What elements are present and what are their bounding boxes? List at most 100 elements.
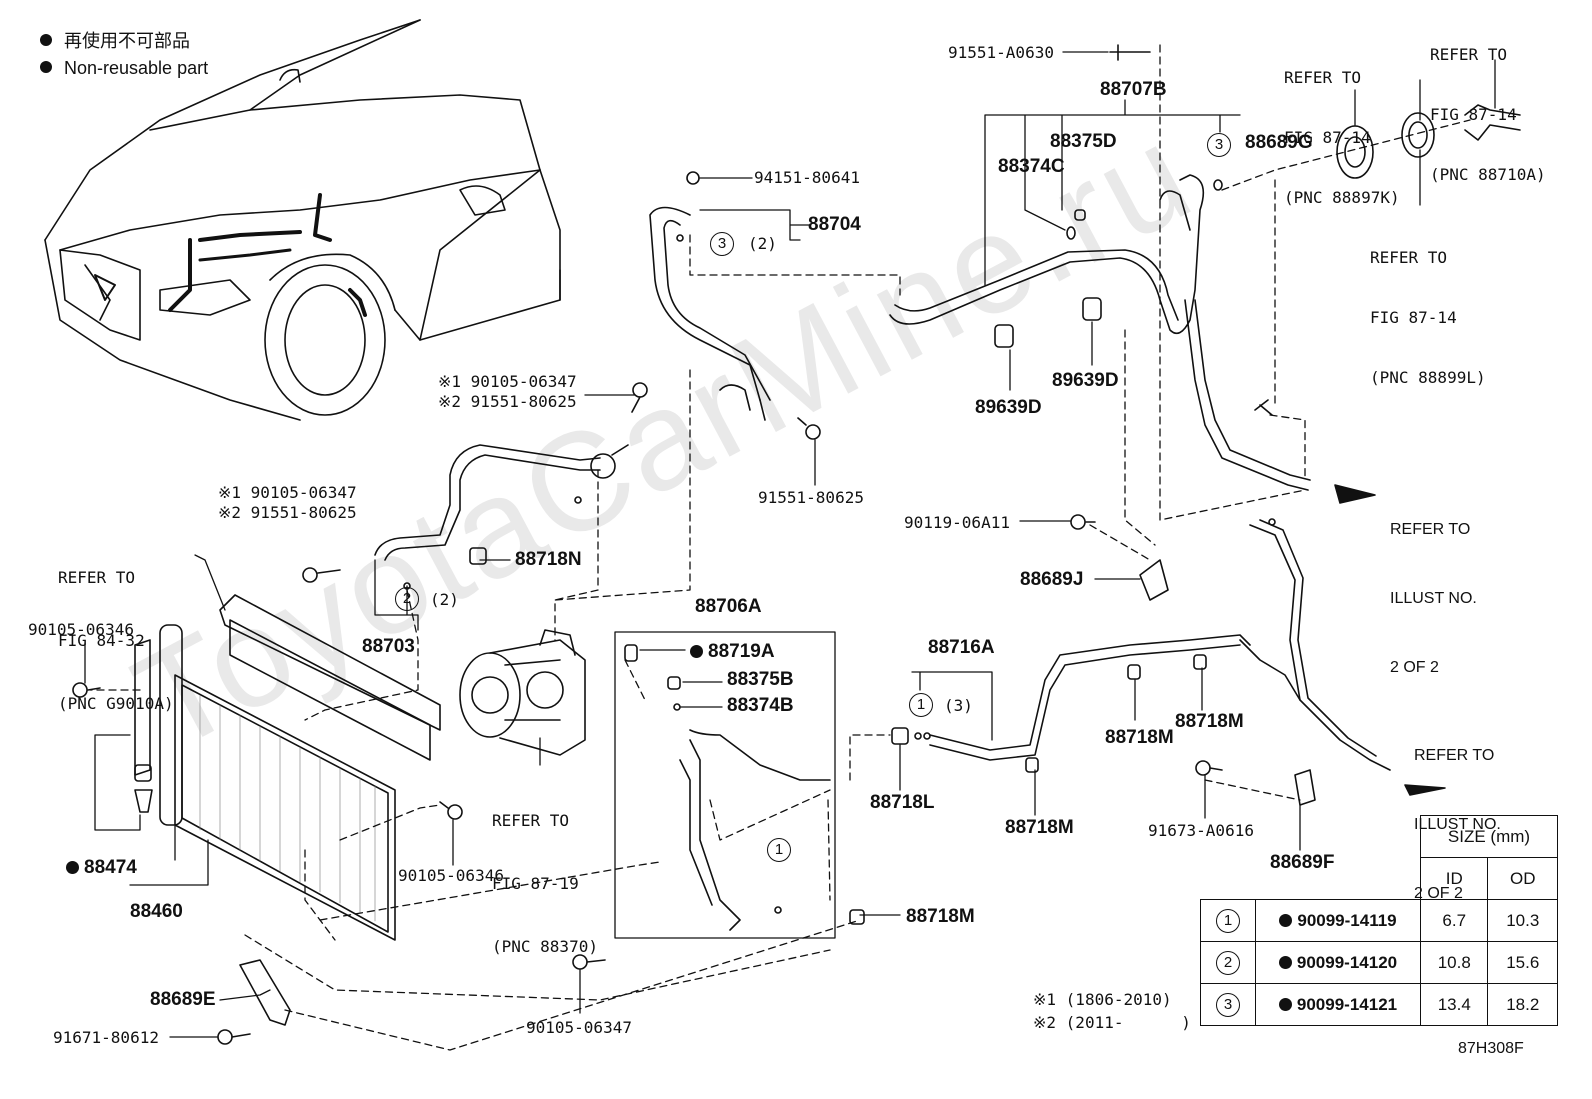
bullet-icon (40, 34, 52, 46)
refer-fig87-19-88370[interactable]: REFER TO FIG 87-19 (PNC 88370) (492, 768, 598, 999)
refer-illust-2of2-a[interactable]: REFER TO ILLUST NO. 2 OF 2 (1390, 472, 1477, 725)
legend-row-en: Non-reusable part (40, 55, 208, 82)
label-89639D-b[interactable]: 89639D (1052, 370, 1119, 391)
refer-fig87-14-88710A[interactable]: REFER TO FIG 87-14 (PNC 88710A) (1430, 5, 1546, 225)
label-91551-A0630[interactable]: 91551-A0630 (948, 43, 1054, 62)
compressor-illustration (459, 629, 586, 756)
non-reusable-icon (66, 861, 79, 874)
circled-2: 2 (395, 587, 419, 611)
size-table-part[interactable]: 90099-14121 (1255, 983, 1421, 1026)
refer-line: 2 OF 2 (1390, 659, 1439, 676)
label-88719A-text: 88719A (708, 641, 775, 662)
circled-3-a: 3 (1207, 133, 1231, 157)
size-table-subheader-row: ID OD (1201, 857, 1558, 900)
label-90105-06347[interactable]: 90105-06347 (526, 1018, 632, 1037)
refer-line: (PNC 88897K) (1284, 188, 1400, 207)
label-88375B[interactable]: 88375B (727, 669, 794, 690)
part-number: 90099-14120 (1296, 952, 1398, 972)
label-94151-80641[interactable]: 94151-80641 (754, 168, 860, 187)
label-91551-80625[interactable]: 91551-80625 (758, 488, 864, 507)
refer-line: REFER TO (492, 811, 570, 830)
size-table-id: 13.4 (1419, 983, 1489, 1026)
label-88689F[interactable]: 88689F (1270, 852, 1335, 873)
table-row: 1 90099-14119 6.7 10.3 (1200, 899, 1558, 942)
size-table-ref: 1 (1200, 899, 1256, 942)
label-88704[interactable]: 88704 (808, 214, 861, 235)
refer-line: (PNC 88710A) (1430, 165, 1546, 184)
refer-line: REFER TO (1430, 45, 1508, 64)
refer-line: (PNC 88370) (492, 937, 598, 956)
refer-fig87-14-88897K[interactable]: REFER TO FIG 87-14 (PNC 88897K) (1284, 28, 1400, 248)
refer-line: (PNC 88899L) (1370, 368, 1486, 387)
circled-3-b: 3 (710, 232, 734, 256)
label-88474[interactable]: 88474 (66, 858, 137, 877)
legend-jp-text: 再使用不可部品 (64, 31, 190, 51)
qty-1-3: (3) (944, 696, 973, 715)
size-table-title: SIZE (mm) (1420, 815, 1558, 858)
figure-code: 87H308F (1458, 1040, 1524, 1057)
refer-line: REFER TO (1284, 68, 1362, 87)
label-88374C[interactable]: 88374C (998, 156, 1065, 177)
label-88718L[interactable]: 88718L (870, 792, 935, 813)
label-alt2-91551-80625-b[interactable]: ※2 91551-80625 (218, 503, 357, 522)
condenser-illustration (134, 594, 441, 1026)
circled-1-b: 1 (767, 838, 791, 862)
refer-line: FIG 87-14 (1284, 128, 1371, 147)
arrow-illust-2 (1404, 784, 1446, 796)
label-91671-80612[interactable]: 91671-80612 (53, 1028, 159, 1047)
size-table-col-od: OD (1487, 857, 1558, 900)
refer-line: FIG 84-32 (58, 631, 145, 650)
refer-line: FIG 87-19 (492, 874, 579, 893)
label-88718M-c[interactable]: 88718M (1005, 817, 1074, 838)
refer-line: FIG 87-14 (1430, 105, 1517, 124)
refer-line: REFER TO (1370, 248, 1448, 267)
label-88689E[interactable]: 88689E (150, 989, 216, 1010)
label-alt1-90105-06347-b[interactable]: ※1 90105-06347 (218, 483, 357, 502)
part-number: 90099-14119 (1297, 910, 1397, 930)
size-table-od: 10.3 (1487, 899, 1558, 942)
leader-lines (84, 51, 1496, 1038)
refer-line: REFER TO (1414, 747, 1495, 764)
o-ring-size-table: SIZE (mm) ID OD 1 90099-14119 6.7 10.3 2… (1200, 815, 1558, 1026)
label-88716A[interactable]: 88716A (928, 637, 995, 658)
label-89639D-a[interactable]: 89639D (975, 397, 1042, 418)
dashed-lines (89, 44, 1471, 1051)
refer-fig84-32-G9010A[interactable]: REFER TO FIG 84-32 (PNC G9010A) (58, 525, 174, 756)
refer-line: ILLUST NO. (1390, 590, 1477, 607)
label-88374B[interactable]: 88374B (727, 695, 794, 716)
non-reusable-icon (1278, 997, 1292, 1011)
label-88718M-d[interactable]: 88718M (906, 906, 975, 927)
size-table-part[interactable]: 90099-14119 (1255, 899, 1421, 942)
size-table-od: 18.2 (1487, 983, 1558, 1026)
label-91673-A0616[interactable]: 91673-A0616 (1148, 821, 1254, 840)
circled-1-a: 1 (909, 693, 933, 717)
label-88460[interactable]: 88460 (130, 901, 183, 922)
size-table-header-row: SIZE (mm) (1201, 815, 1558, 858)
label-alt1-90105-06347-a[interactable]: ※1 90105-06347 (438, 372, 577, 391)
label-88707B[interactable]: 88707B (1100, 79, 1167, 100)
label-88718M-b[interactable]: 88718M (1175, 711, 1244, 732)
label-88689J[interactable]: 88689J (1020, 569, 1084, 590)
legend-row-jp: 再使用不可部品 (40, 28, 208, 55)
size-table-blank (1201, 858, 1421, 900)
size-table-id: 6.7 (1419, 899, 1489, 942)
non-reusable-icon (1279, 913, 1293, 927)
label-90119-06A11[interactable]: 90119-06A11 (904, 513, 1010, 532)
label-88703[interactable]: 88703 (362, 636, 415, 657)
arrow-illust-1 (1334, 484, 1376, 504)
non-reusable-icon (1278, 955, 1292, 969)
label-88706A[interactable]: 88706A (695, 596, 762, 617)
label-88689G[interactable]: 88689G (1245, 132, 1313, 153)
label-88375D[interactable]: 88375D (1050, 131, 1117, 152)
label-88718M-a[interactable]: 88718M (1105, 727, 1174, 748)
label-90105-06346-a[interactable]: 90105-06346 (28, 620, 134, 639)
label-alt2-91551-80625-a[interactable]: ※2 91551-80625 (438, 392, 577, 411)
label-88718N[interactable]: 88718N (515, 549, 582, 570)
size-table-part[interactable]: 90099-14120 (1255, 941, 1421, 984)
qty-3-2: (2) (748, 234, 777, 253)
bullet-icon (40, 61, 52, 73)
refer-fig87-14-88899L[interactable]: REFER TO FIG 87-14 (PNC 88899L) (1370, 208, 1486, 428)
label-90105-06346-b[interactable]: 90105-06346 (398, 866, 504, 885)
label-88719A[interactable]: 88719A (690, 642, 775, 661)
